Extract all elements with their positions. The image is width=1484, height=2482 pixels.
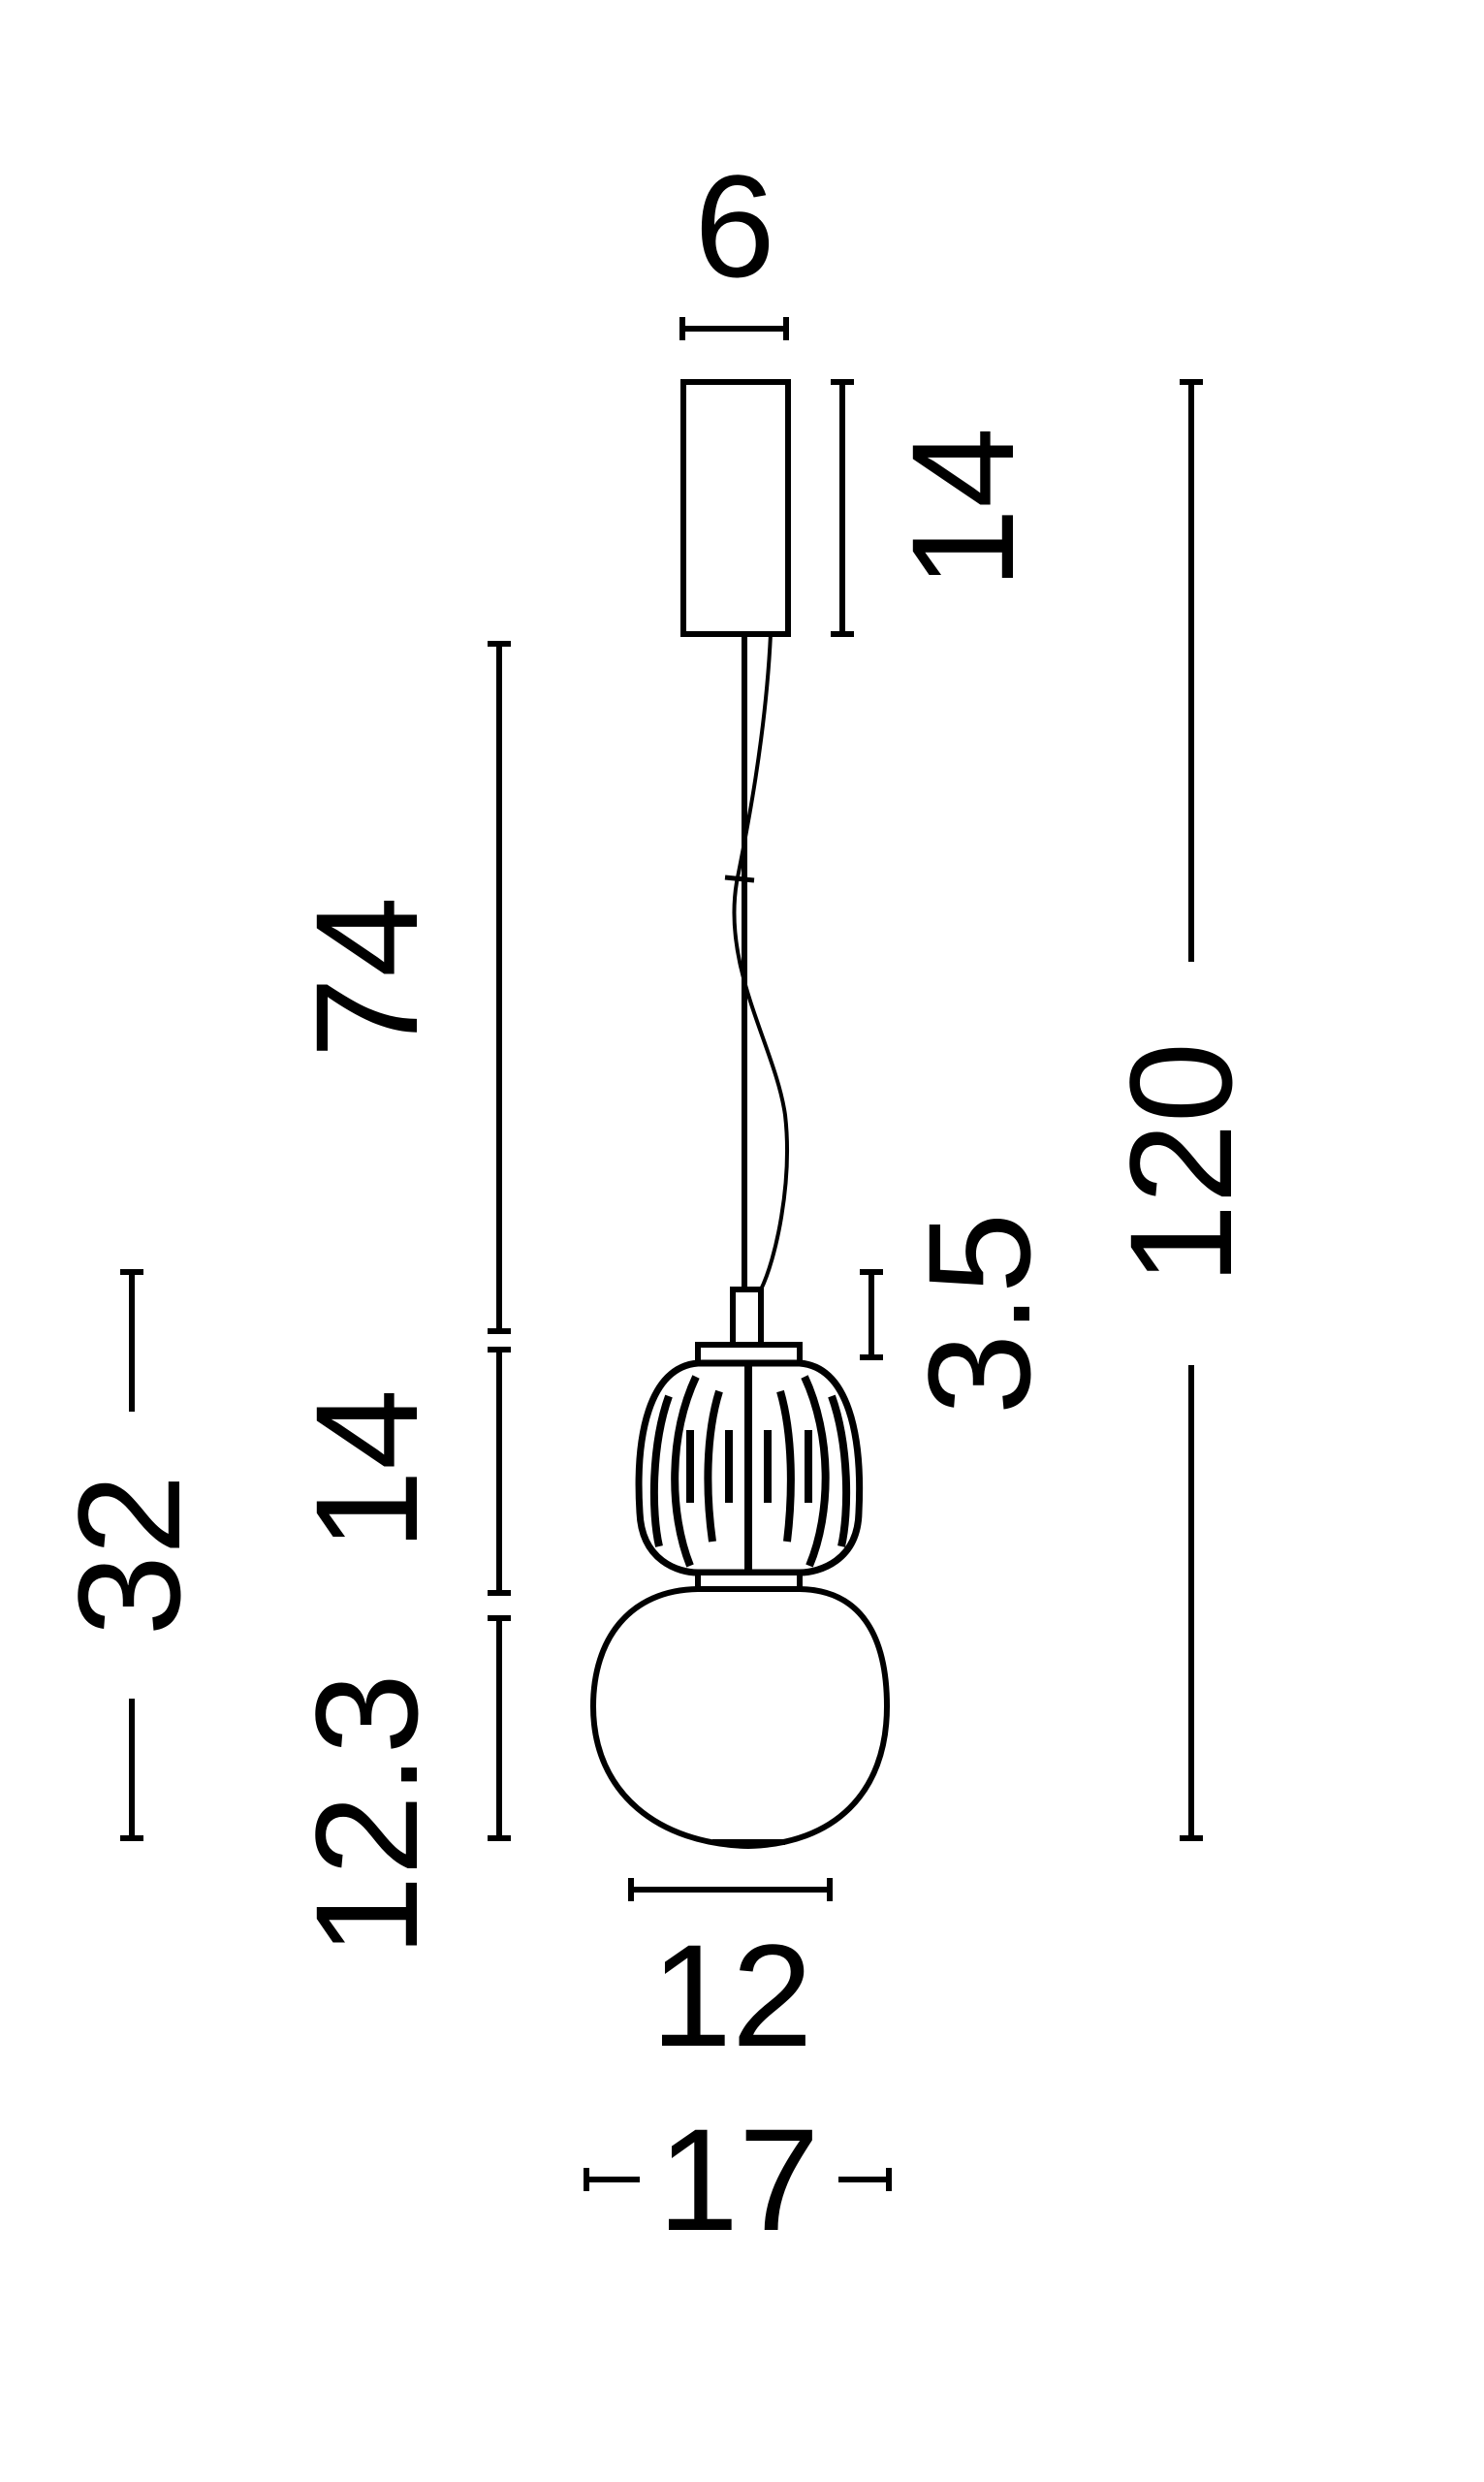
dim-line-shade-height	[488, 1347, 511, 1596]
label-canopy-height: 14	[881, 428, 1044, 589]
shade-ribs	[649, 1363, 851, 1573]
connector	[730, 1287, 764, 1348]
canopy	[680, 379, 791, 637]
label-shade-diameter: 17	[658, 2098, 820, 2261]
dim-line-total-height	[1180, 379, 1203, 1841]
dim-line-globe-height	[488, 1615, 511, 1841]
dim-line-canopy-width	[679, 317, 789, 340]
label-lamp-height: 32	[47, 1475, 210, 1637]
dim-line-shade-diameter	[584, 2168, 892, 2191]
dim-line-canopy-height	[831, 379, 854, 637]
power-cord	[732, 633, 789, 1290]
label-globe-diameter: 12	[651, 1914, 813, 2077]
glass-globe	[589, 1586, 891, 1850]
dim-line-lamp-height	[120, 1269, 143, 1841]
dim-line-globe-diameter	[628, 1878, 833, 1901]
dim-line-cable-length	[488, 641, 511, 1334]
cord-clip	[724, 875, 755, 883]
dim-line-connector-height	[860, 1269, 883, 1360]
label-total-height: 120	[1099, 1042, 1262, 1285]
label-globe-height: 12.3	[285, 1673, 448, 1957]
label-shade-height: 14	[285, 1389, 448, 1551]
label-cable-length: 74	[285, 897, 448, 1059]
label-canopy-width: 6	[694, 144, 774, 307]
label-connector-height: 3.5	[898, 1213, 1060, 1416]
